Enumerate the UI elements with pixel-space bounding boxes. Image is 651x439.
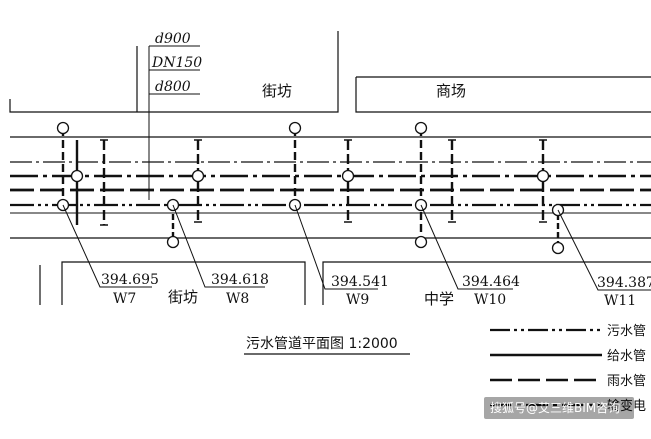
- legend-label-water: 给水管: [607, 349, 646, 364]
- well-id: W8: [226, 291, 249, 307]
- manhole: [414, 121, 428, 135]
- block-outlines: [9, 31, 651, 305]
- legend-label-storm: 雨水管: [607, 374, 646, 389]
- well-elevation: 394.387: [597, 275, 651, 291]
- legend-label-sewer: 污水管: [607, 324, 646, 339]
- manhole: [191, 169, 205, 183]
- manhole: [414, 235, 428, 249]
- well-id: W10: [474, 292, 506, 308]
- top-left-block-outline: [9, 31, 339, 113]
- well-id: W9: [346, 292, 369, 308]
- top-right-block-outline: [355, 77, 651, 113]
- well-elevation: 394.618: [211, 272, 269, 288]
- plan-title: 污水管道平面图 1:2000: [246, 336, 398, 352]
- area-label-bottom-left: 街坊: [168, 288, 198, 306]
- legend-label-power: 输变电: [607, 398, 646, 414]
- well-id: W7: [113, 291, 136, 307]
- manhole: [288, 121, 302, 135]
- pipe-size-callout: [148, 45, 200, 200]
- well-id: W11: [604, 293, 636, 309]
- pipe-size-upper: d900: [155, 31, 191, 47]
- bottom-right-block-outline: [322, 261, 651, 305]
- manhole: [166, 235, 180, 249]
- legend: 污水管 给水管 雨水管 输变电: [490, 324, 646, 414]
- well-elevation: 394.464: [462, 274, 520, 290]
- area-label-bottom-right: 中学: [424, 290, 454, 308]
- manhole: [341, 169, 355, 183]
- pipe-caps: [100, 139, 547, 226]
- pipe-size-lower: d800: [155, 79, 191, 95]
- area-label-top-left: 街坊: [262, 82, 292, 100]
- bottom-mid-block-outline: [61, 261, 306, 305]
- pipe-size-middle: DN150: [151, 55, 202, 71]
- watermark-text: 搜狐号@艾三维BIM咨询: [490, 400, 620, 415]
- well-leaders: [62, 204, 651, 291]
- well-elevation: 394.541: [331, 274, 389, 290]
- watermark-backdrop: [484, 397, 634, 419]
- manhole: [70, 169, 84, 183]
- manholes: [56, 121, 565, 255]
- manhole: [551, 241, 565, 255]
- manhole: [536, 169, 550, 183]
- area-label-top-right: 商场: [436, 82, 466, 100]
- well-elevation: 394.695: [101, 272, 159, 288]
- manhole: [56, 121, 70, 135]
